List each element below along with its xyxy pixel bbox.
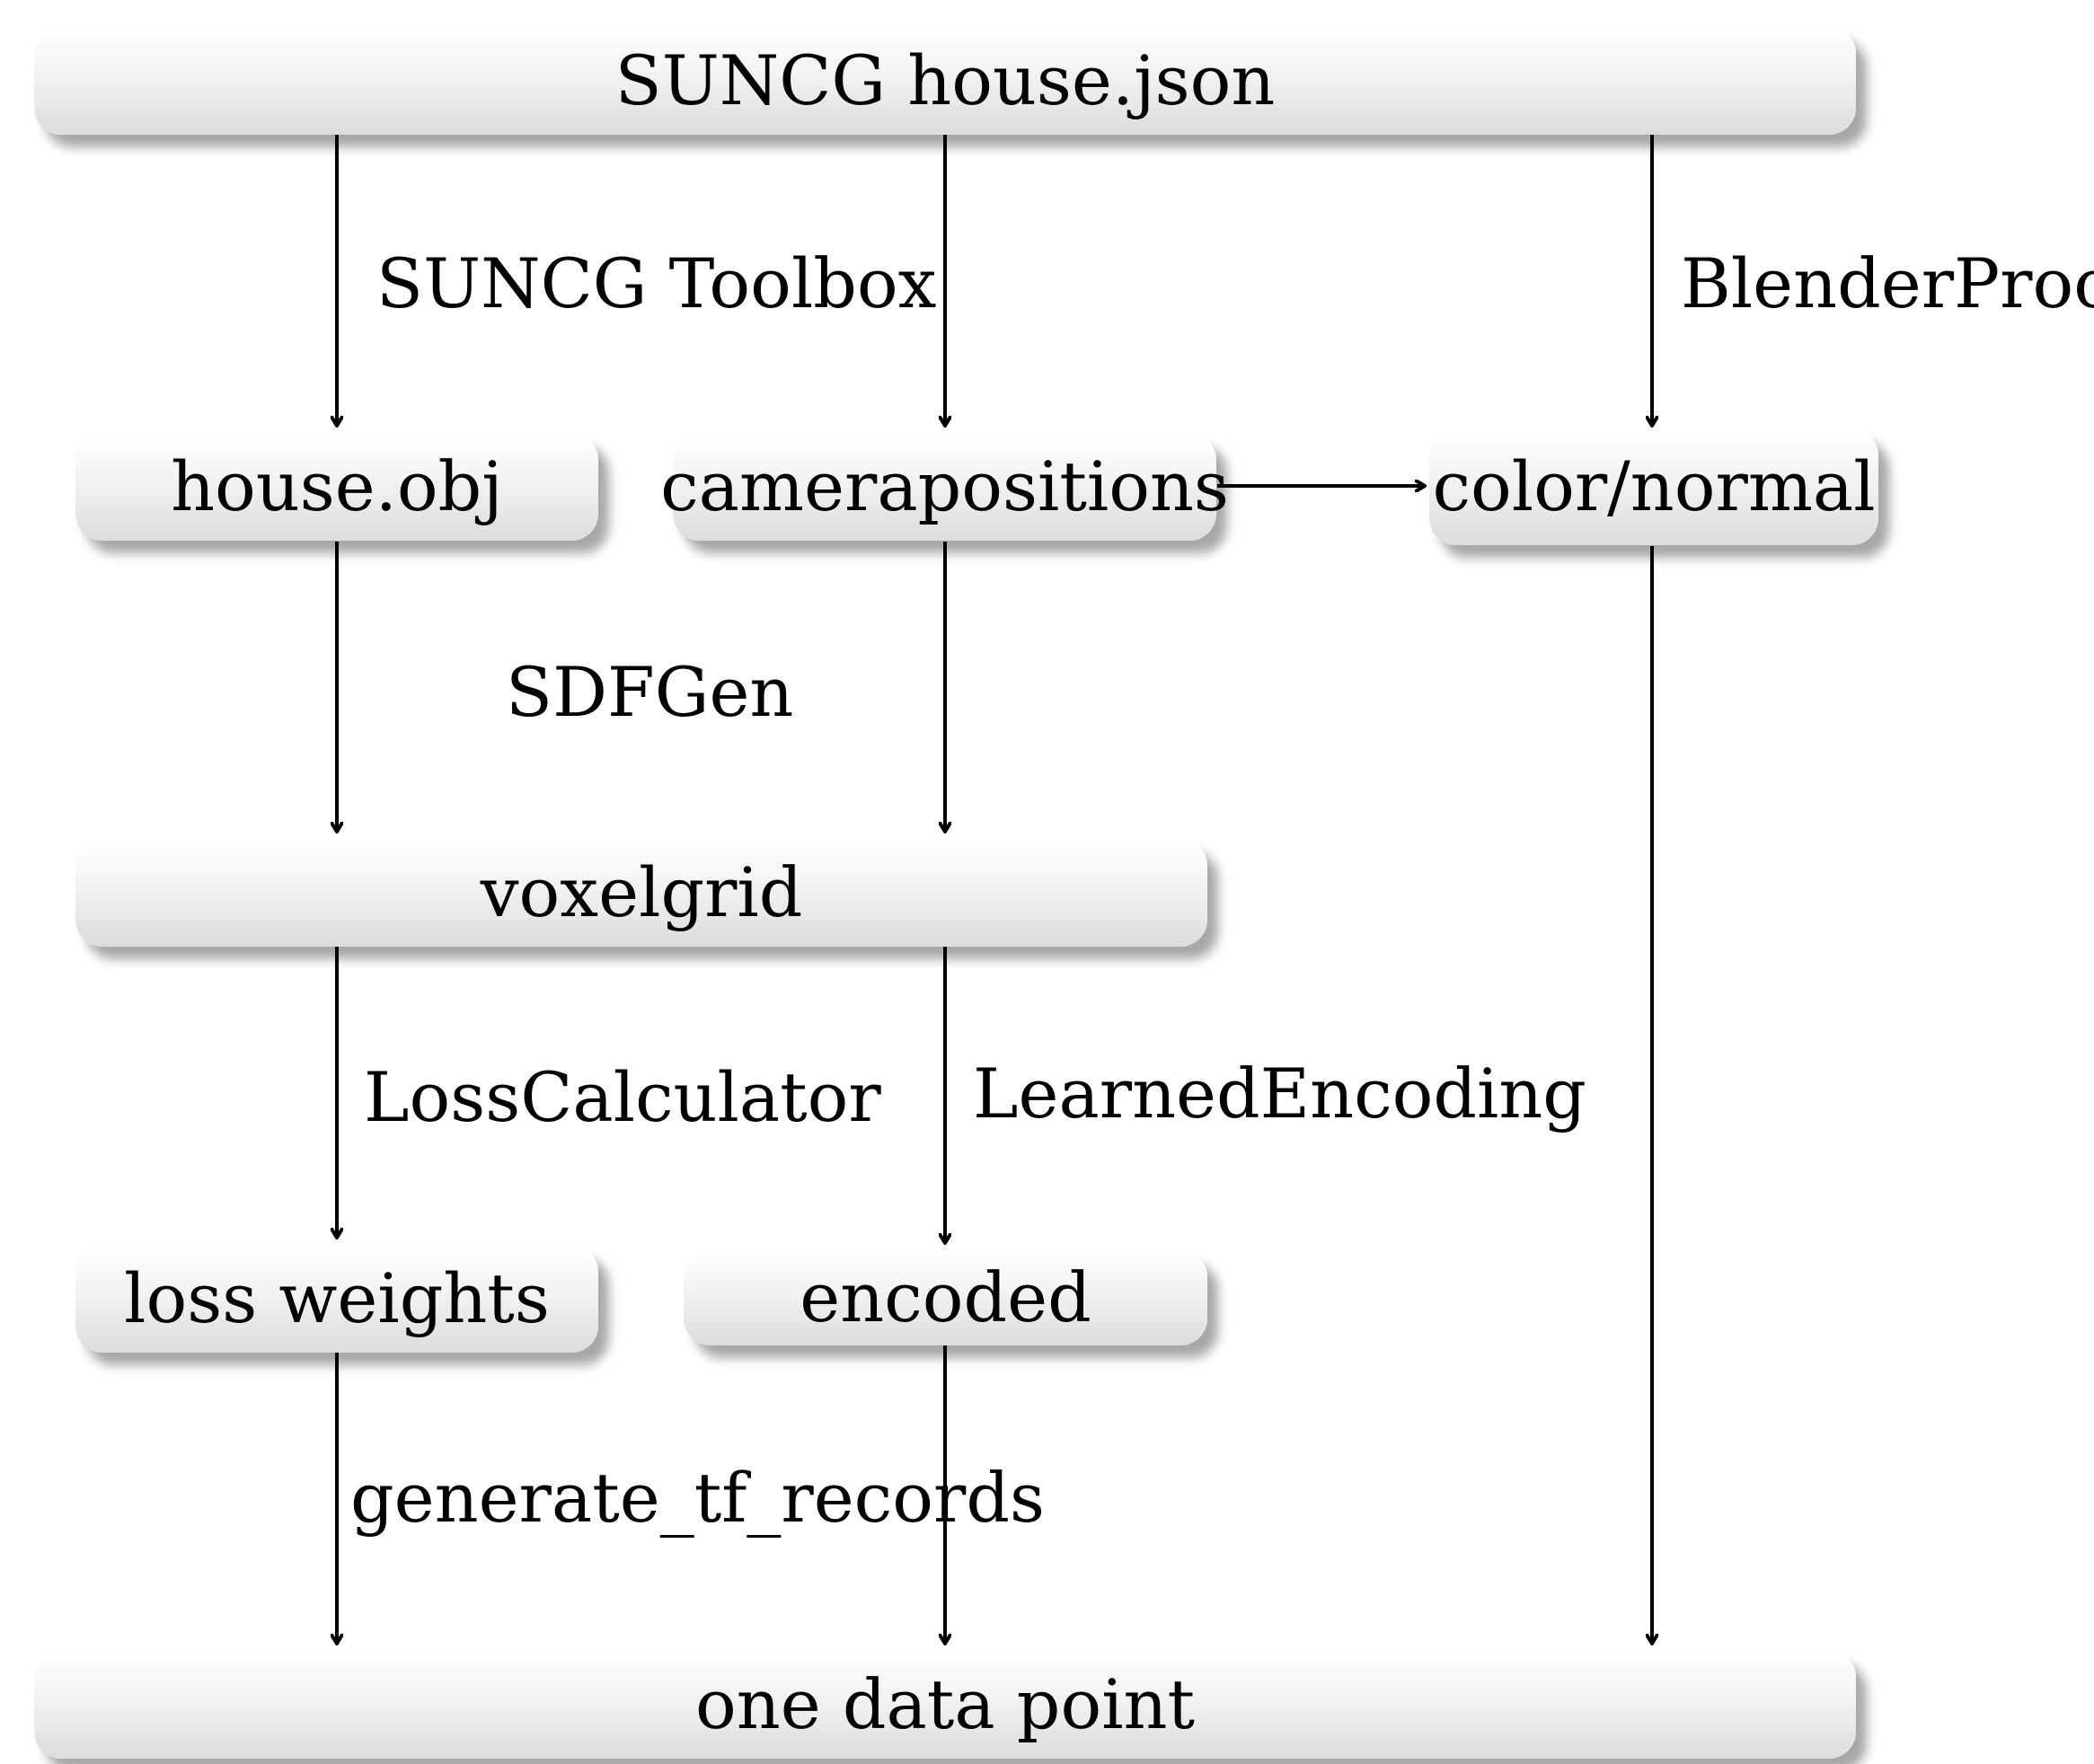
- node-loss-weights: loss weights: [75, 1245, 598, 1353]
- node-one-data-point: one data point: [34, 1651, 1856, 1759]
- node-suncg-house-json: SUNCG house.json: [34, 27, 1856, 135]
- label-suncg-toolbox: SUNCG Toolbox: [376, 243, 937, 323]
- node-color-normal: color/normal: [1429, 428, 1878, 545]
- label-generate-tf-records: generate_tf_records: [350, 1458, 1045, 1538]
- node-house-obj: house.obj: [75, 433, 598, 541]
- node-encoded: encoded: [684, 1250, 1207, 1345]
- node-camerapositions: camerapositions: [660, 433, 1229, 541]
- node-voxelgrid: voxelgrid: [75, 839, 1207, 947]
- label-loss-calculator: LossCalculator: [364, 1057, 881, 1137]
- label-sdfgen: SDFGen: [506, 652, 794, 732]
- label-learned-encoding: LearnedEncoding: [973, 1054, 1586, 1133]
- label-blenderproc: BlenderProc: [1681, 243, 2094, 323]
